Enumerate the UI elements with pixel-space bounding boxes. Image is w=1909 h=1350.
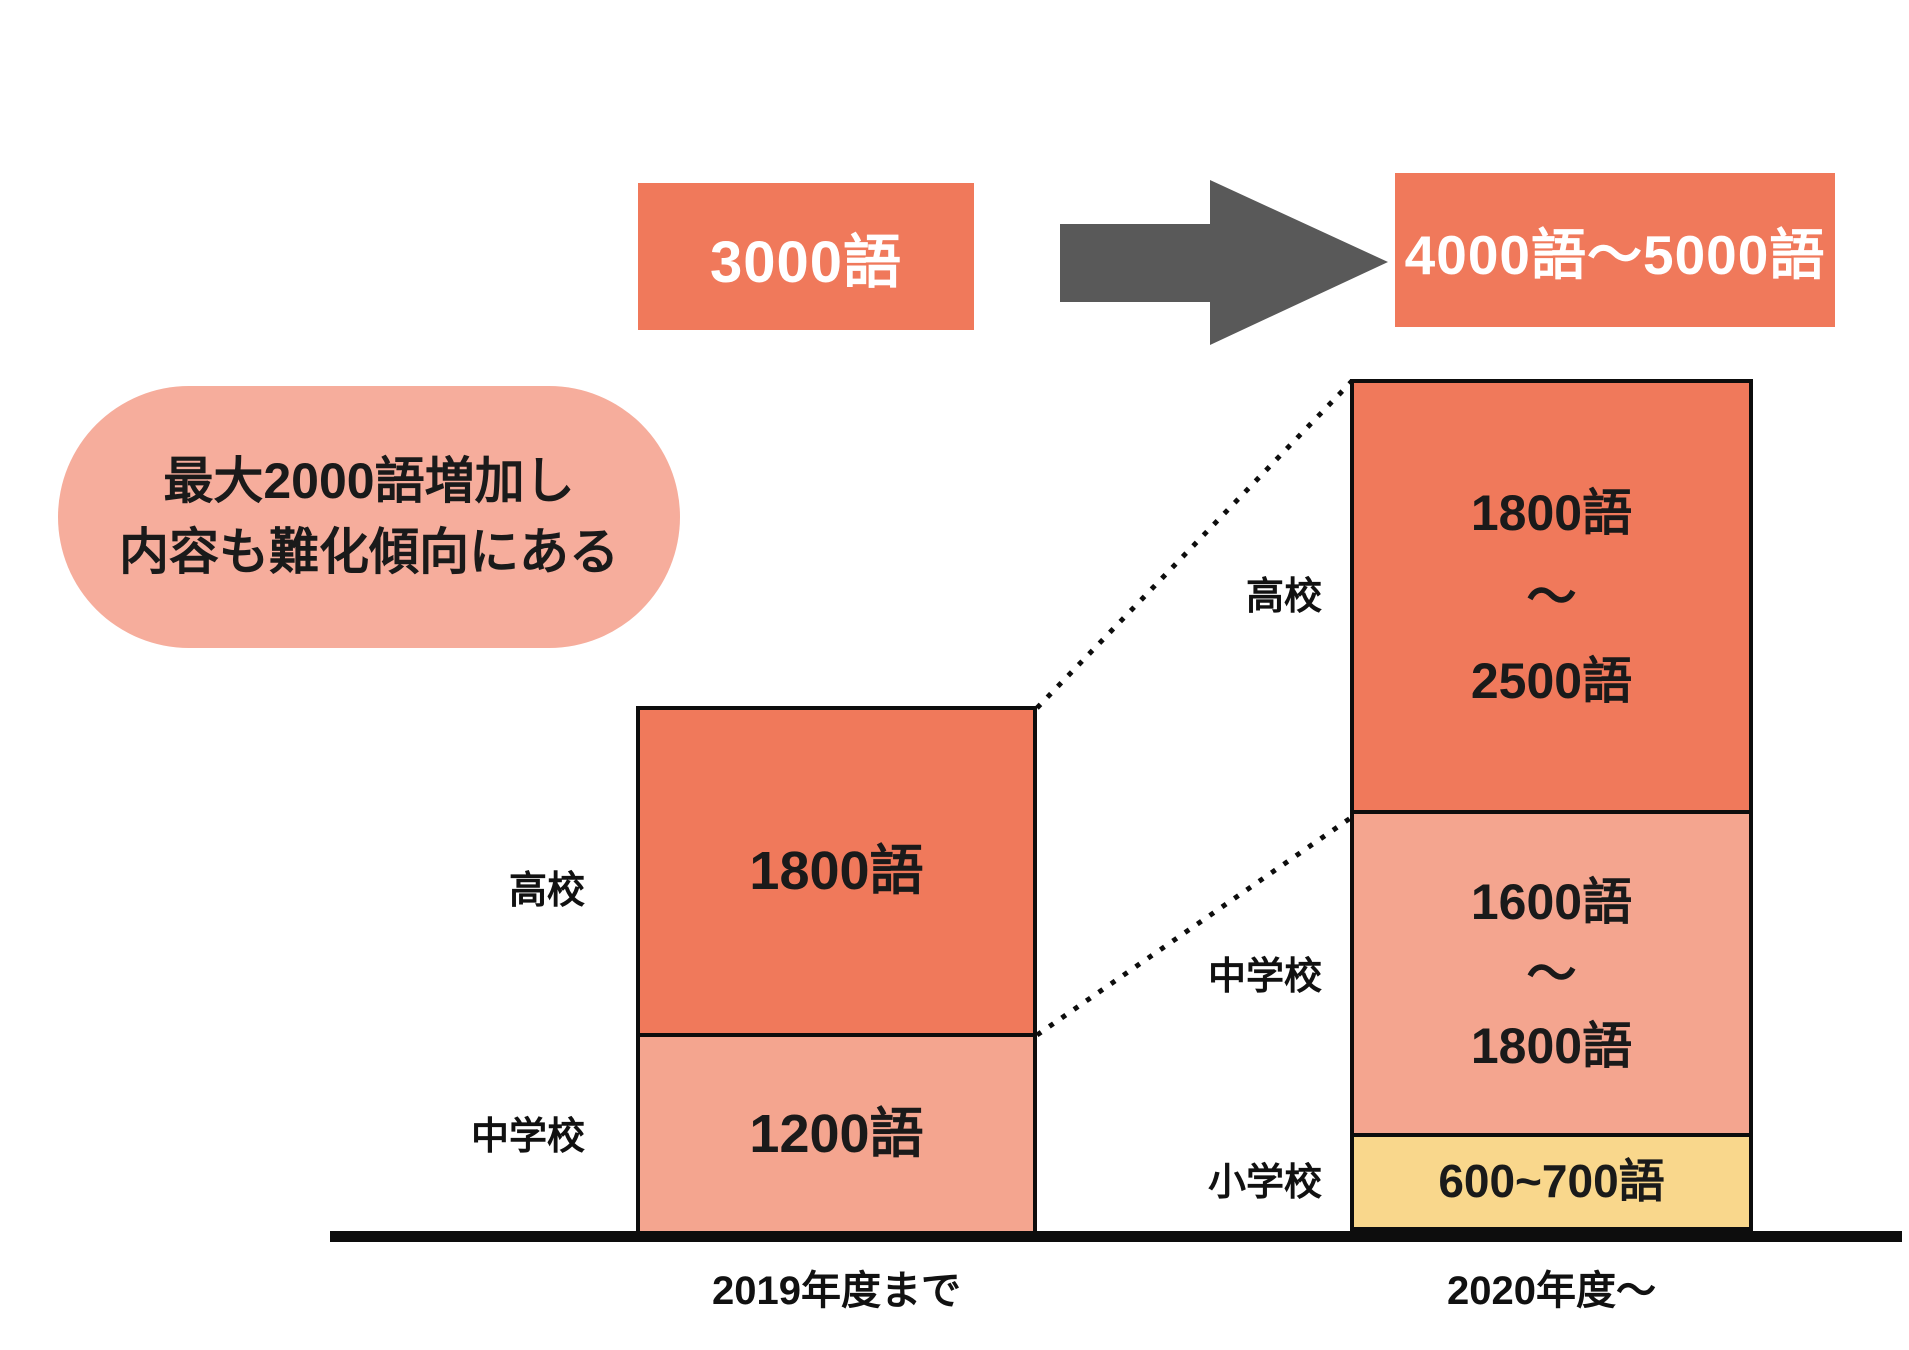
callout-bubble: 最大2000語増加し 内容も難化傾向にある [58, 386, 680, 648]
bar-2019-highschool-value: 1800語 [749, 841, 924, 902]
label-2020-highschool: 高校 [1245, 576, 1322, 618]
label-2020-juniorhigh: 中学校 [1207, 956, 1322, 998]
label-2019-juniorhigh: 中学校 [470, 1116, 585, 1158]
callout-line-2: 内容も難化傾向にある [119, 524, 619, 580]
bar-2020-elementary-value: 600~700語 [1438, 1155, 1665, 1208]
bar-2020-highschool-max: 2500語 [1470, 652, 1633, 709]
bar-2019-highschool-segment: 1800語 [636, 706, 1037, 1037]
bar-2020-elementary-segment: 600~700語 [1350, 1133, 1753, 1231]
bar-2019-juniorhigh-value: 1200語 [749, 1103, 924, 1164]
bar-2020-highschool-min: 1800語 [1470, 484, 1633, 541]
total-before-label: 3000語 [709, 229, 903, 295]
total-after-label: 4000語〜5000語 [1404, 224, 1826, 286]
connector-line-top [1035, 379, 1354, 710]
label-2019-highschool: 高校 [508, 870, 585, 912]
total-after-box: 4000語〜5000語 [1395, 173, 1835, 327]
axis-label-2019: 2019年度まで [712, 1269, 961, 1313]
right-arrow-icon [1060, 180, 1388, 345]
axis-baseline [330, 1231, 1902, 1242]
bar-2019-juniorhigh-segment: 1200語 [636, 1033, 1037, 1235]
bar-2020-juniorhigh-max: 1800語 [1470, 1017, 1633, 1074]
bar-2020-highschool-tilde: ～ [1526, 568, 1577, 625]
callout-line-1: 最大2000語増加し [163, 453, 575, 509]
total-before-box: 3000語 [638, 183, 974, 330]
bar-2020-juniorhigh-min: 1600語 [1470, 873, 1633, 930]
label-2020-elementary: 小学校 [1207, 1162, 1322, 1204]
axis-label-2020: 2020年度〜 [1447, 1269, 1656, 1313]
bar-2020-highschool-segment: 1800語 ～ 2500語 [1350, 379, 1753, 814]
bar-2020-juniorhigh-tilde: ～ [1526, 945, 1577, 1002]
bar-2020-juniorhigh-segment: 1600語 ～ 1800語 [1350, 810, 1753, 1137]
connector-line-bottom [1035, 814, 1354, 1038]
